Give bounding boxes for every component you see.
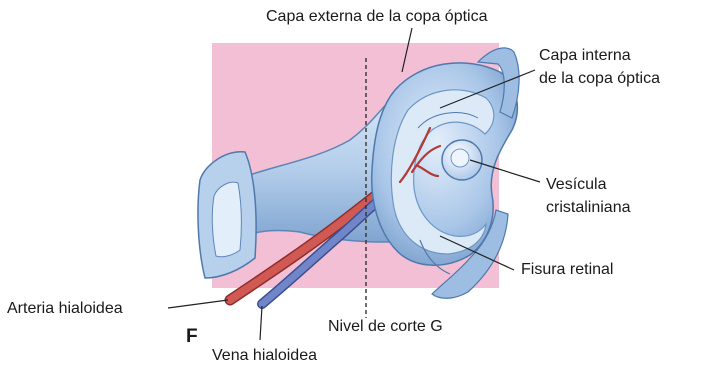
label-lens-vesicle-line1: Vesícula	[546, 176, 606, 194]
label-section-level: Nivel de corte G	[328, 318, 443, 336]
label-retinal-fissure: Fisura retinal	[521, 261, 613, 279]
label-outer-layer: Capa externa de la copa óptica	[266, 8, 487, 26]
label-inner-layer-line2: de la copa óptica	[539, 70, 660, 88]
label-lens-vesicle-line2: cristaliniana	[546, 199, 630, 217]
lens-vesicle-lumen	[451, 149, 469, 167]
panel-letter: F	[186, 328, 198, 346]
stalk-lumen	[212, 182, 241, 257]
label-inner-layer-line1: Capa interna	[539, 47, 631, 65]
leader-hyaloid-artery	[168, 300, 228, 308]
label-hyaloid-artery: Arteria hialoidea	[7, 300, 123, 318]
leader-hyaloid-vein	[260, 306, 262, 340]
label-hyaloid-vein: Vena hialoidea	[212, 347, 317, 365]
